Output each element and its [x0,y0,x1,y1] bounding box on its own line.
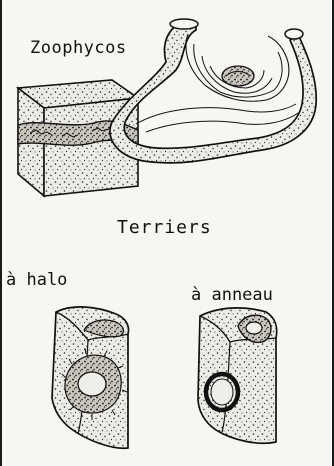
zoophycos-spiral-trace [110,19,316,163]
zoophycos-label: Zoophycos [30,38,127,58]
halo-label: à halo [6,270,67,290]
terriers-label: Terriers [117,217,212,238]
burrow-halo-block [52,307,129,448]
anneau-label: à anneau [191,285,273,305]
burrow-ring-block [198,308,277,443]
